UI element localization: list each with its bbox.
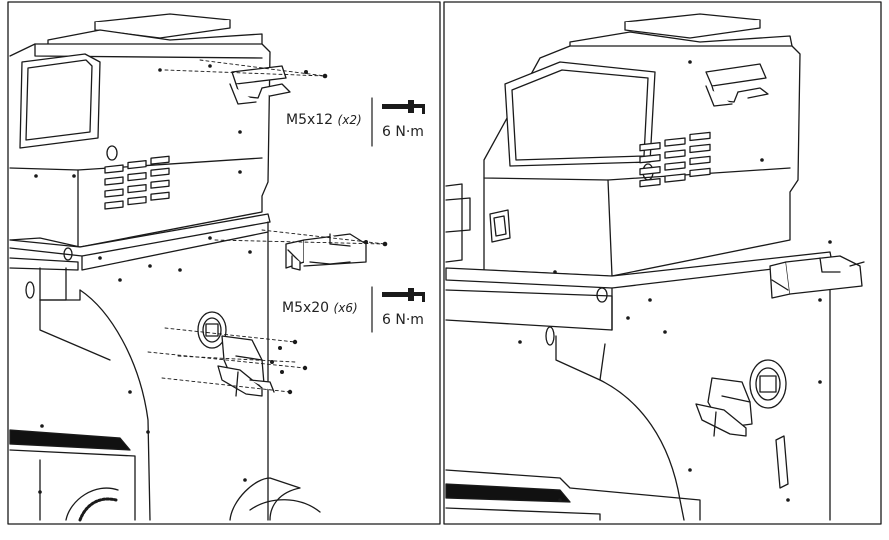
left-lower-body (9, 221, 321, 522)
left-base-strip (9, 429, 131, 451)
right-mounted-holder (769, 255, 865, 299)
right-display-window (504, 61, 656, 167)
screw-spec-1: M5x12 (x2) (286, 112, 362, 128)
upper-screw-lines (164, 59, 326, 77)
right-upper-bracket (705, 63, 769, 107)
screw-size-label: M5x20 (282, 300, 330, 316)
right-mounted-socket (695, 359, 787, 437)
middle-holder (285, 233, 367, 271)
upper-bracket (229, 65, 291, 105)
lower-socket-assembly (197, 311, 275, 397)
left-panel-frame (7, 1, 441, 525)
left-vent-grille (104, 155, 170, 210)
left-display-window (19, 53, 101, 149)
left-screw-holes (34, 64, 252, 494)
left-upper-housing (9, 43, 271, 248)
screw-qty-label: (x2) (337, 113, 362, 127)
right-vent-grille (639, 131, 711, 188)
right-side-socket (489, 209, 511, 243)
left-wheel (65, 477, 321, 522)
torque-value-2: 6 N·m (382, 312, 424, 328)
right-machine (445, 13, 865, 521)
screw-spec-2: M5x20 (x6) (282, 300, 358, 316)
right-lower-body (445, 261, 831, 521)
torque-wrench-icon-2 (371, 286, 425, 333)
screw-size-label: M5x12 (286, 112, 334, 128)
torque-wrench-icon-1 (371, 97, 425, 147)
lower-screws (270, 339, 308, 395)
torque-value-1: 6 N·m (382, 124, 424, 140)
upper-screws (304, 70, 328, 79)
lower-screw-lines (147, 327, 306, 393)
middle-screws (364, 240, 388, 247)
left-machine (9, 13, 425, 522)
screw-qty-label: (x6) (333, 301, 358, 315)
left-middle-ledge (9, 213, 271, 261)
right-base-strip (445, 483, 571, 503)
right-screw-holes (518, 60, 832, 502)
left-round-port (106, 145, 118, 161)
right-panel-frame (443, 1, 882, 525)
